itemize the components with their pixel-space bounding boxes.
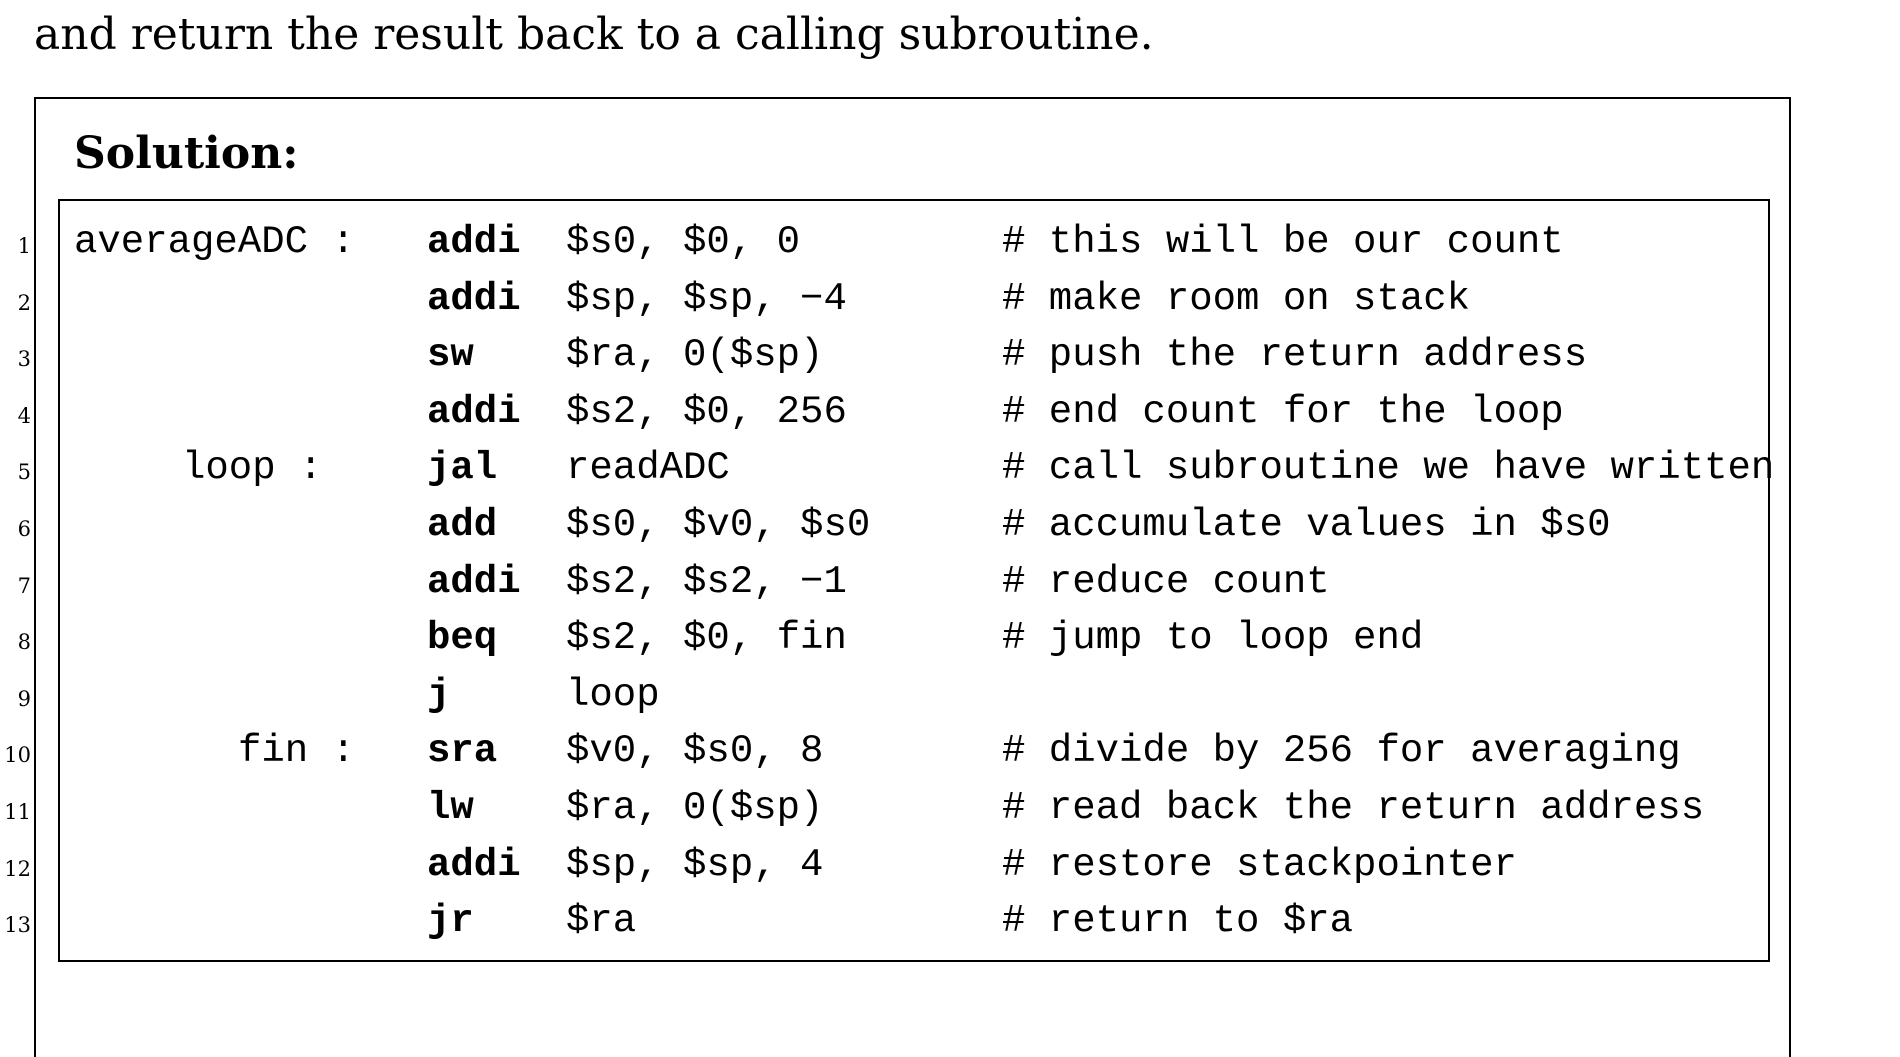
code-line: 2 addi $sp, $sp, −4 # make room on stack [0, 271, 1900, 327]
line-number: 1 [17, 234, 31, 258]
code-operands: $ra, 0($sp) [566, 786, 824, 830]
code-line: 9 j loop [0, 667, 1900, 723]
code-listing-box [58, 199, 1770, 962]
code-comment: # accumulate values in $s0 [1002, 503, 1611, 547]
code-line: 8 beq $s2, $0, fin # jump to loop end [0, 610, 1900, 666]
code-operands: $s2, $0, 256 [566, 389, 847, 434]
code-comment: # restore stackpointer [1002, 842, 1517, 887]
code-line: 3 sw $ra, 0($sp) # push the return address [0, 327, 1900, 383]
code-operands: $s0, $v0, $s0 [566, 503, 871, 547]
code-comment: # call subroutine we have written [1002, 446, 1775, 491]
code-line: 4 addi $s2, $0, 256 # end count for the loo… [0, 384, 1900, 440]
code-line: 6 add $s0, $v0, $s0 # accumulate values in … [0, 497, 1900, 553]
line-number: 10 [4, 743, 31, 768]
code-opcode: jr [427, 899, 474, 944]
code-comment: # reduce count [1002, 559, 1330, 604]
code-line: 1 averageADC : addi $s0, $0, 0 # this will b… [0, 214, 1900, 270]
line-number: 13 [4, 913, 31, 938]
code-opcode: sw [427, 333, 474, 378]
code-comment: # read back the return address [1002, 786, 1705, 830]
code-opcode: addi [427, 842, 521, 887]
code-label: loop : [182, 446, 323, 491]
line-number: 3 [17, 347, 31, 372]
line-number: 11 [4, 800, 31, 824]
code-opcode: addi [427, 389, 521, 434]
code-opcode: lw [427, 786, 474, 830]
code-operands: $ra [566, 899, 637, 944]
code-line: 7 addi $s2, $s2, −1 # reduce count [0, 554, 1900, 610]
line-number: 8 [17, 630, 31, 655]
code-line: 11 lw $ra, 0($sp) # read back the return ad… [0, 780, 1900, 836]
code-comment: # this will be our count [1002, 220, 1564, 264]
code-comment: # make room on stack [1002, 276, 1471, 321]
code-opcode: addi [427, 220, 521, 264]
code-line: 5 loop : jal readADC # call subroutine we ha… [0, 440, 1900, 496]
code-operands: $s2, $0, fin [566, 616, 847, 661]
code-opcode: addi [427, 276, 521, 321]
code-opcode: add [427, 503, 498, 547]
code-operands: $sp, $sp, −4 [566, 276, 847, 321]
line-number: 9 [17, 686, 31, 711]
code-operands: $v0, $s0, 8 [566, 729, 824, 774]
code-label: fin : [238, 729, 356, 774]
code-comment: # return to $ra [1002, 899, 1354, 944]
code-line: 12 addi $sp, $sp, 4 # restore stackpointer [0, 837, 1900, 893]
line-number: 12 [4, 856, 31, 881]
line-number: 6 [17, 517, 31, 541]
code-operands: $sp, $sp, 4 [566, 842, 824, 887]
code-operands: loop [566, 672, 660, 717]
solution-box [34, 97, 1791, 1057]
code-comment: # jump to loop end [1002, 616, 1424, 661]
code-comment: # push the return address [1002, 333, 1588, 378]
line-number: 4 [17, 403, 31, 428]
code-operands: readADC [566, 446, 730, 491]
line-number: 5 [17, 460, 31, 485]
code-opcode: beq [427, 616, 498, 661]
code-opcode: sra [427, 729, 498, 774]
code-label: averageADC : [74, 220, 355, 264]
code-opcode: j [427, 672, 451, 717]
code-operands: $s2, $s2, −1 [566, 559, 847, 604]
solution-heading: Solution: [74, 128, 299, 179]
intro-text: and return the result back to a calling … [34, 9, 1154, 60]
code-opcode: addi [427, 559, 521, 604]
code-comment: # end count for the loop [1002, 389, 1564, 434]
code-line: 10 fin : sra $v0, $s0, 8 # divide by 256 for… [0, 723, 1900, 779]
code-operands: $ra, 0($sp) [566, 333, 824, 378]
code-comment: # divide by 256 for averaging [1002, 729, 1681, 774]
code-line: 13 jr $ra # return to $ra [0, 893, 1900, 949]
line-number: 2 [17, 290, 31, 315]
code-operands: $s0, $0, 0 [566, 220, 801, 264]
code-opcode: jal [427, 446, 498, 491]
line-number: 7 [17, 573, 31, 598]
